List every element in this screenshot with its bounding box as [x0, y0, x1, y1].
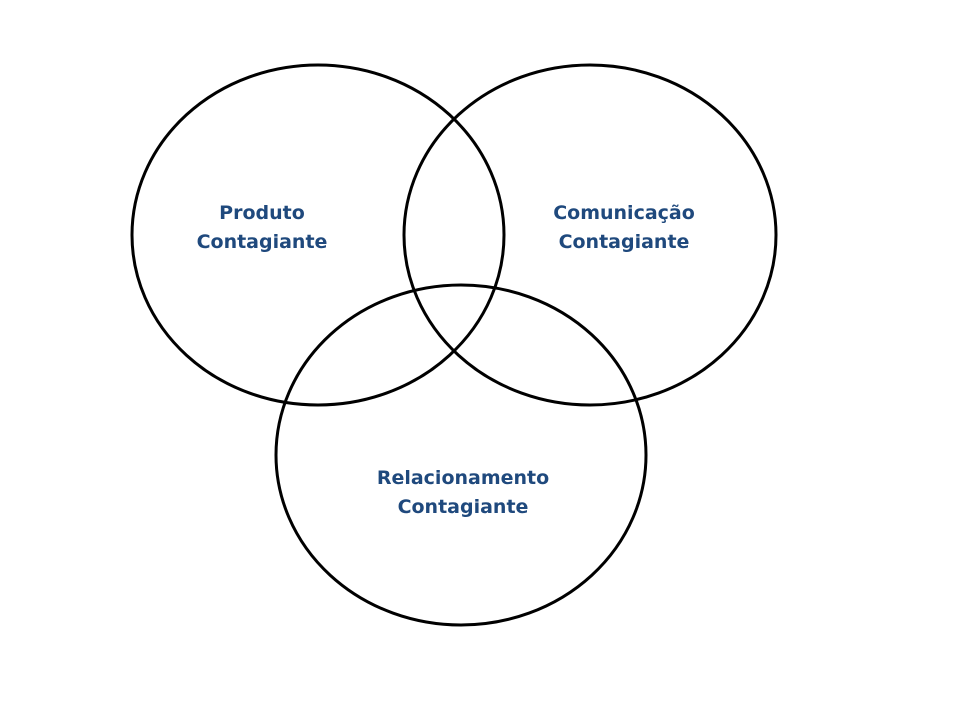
circle-produto — [130, 63, 506, 407]
label-line2: Contagiante — [558, 231, 690, 253]
label-line1: Comunicação — [553, 202, 695, 224]
circle-relacionamento — [274, 283, 648, 627]
circle-comunicacao — [402, 63, 778, 407]
label-line2: Contagiante — [196, 231, 328, 253]
label-line1: Produto — [219, 202, 305, 224]
label-produto: Produto Contagiante — [197, 199, 328, 257]
label-line2: Contagiante — [397, 496, 529, 518]
label-comunicacao: Comunicação Contagiante — [553, 199, 695, 257]
label-line1: Relacionamento — [376, 467, 550, 489]
label-relacionamento: Relacionamento Contagiante — [377, 464, 549, 522]
